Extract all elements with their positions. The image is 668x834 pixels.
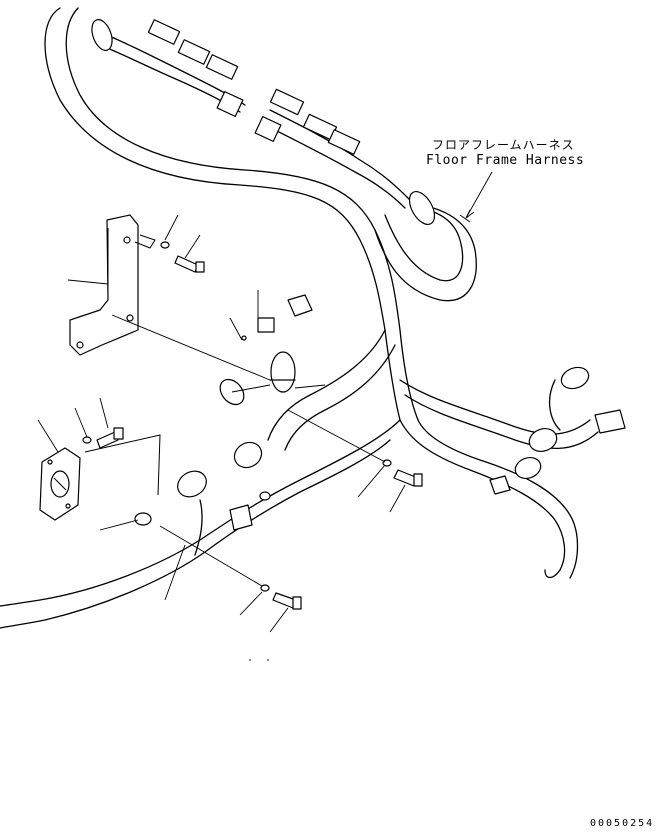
leader-lines — [37, 171, 493, 661]
harness-label-english: Floor Frame Harness — [426, 153, 585, 168]
harness-clamp — [219, 294, 313, 406]
lower-connectors — [177, 441, 271, 556]
mounting-bracket — [69, 214, 156, 356]
right-connectors — [489, 366, 626, 495]
bracket-bolt-set — [160, 241, 205, 273]
washer-bolt-sets — [82, 427, 423, 610]
upper-harness-branch — [91, 19, 436, 225]
drawing-number: 00050254 — [590, 818, 655, 829]
harness-label-japanese: フロアフレームハーネス — [432, 138, 575, 152]
switch-panel — [39, 434, 161, 521]
